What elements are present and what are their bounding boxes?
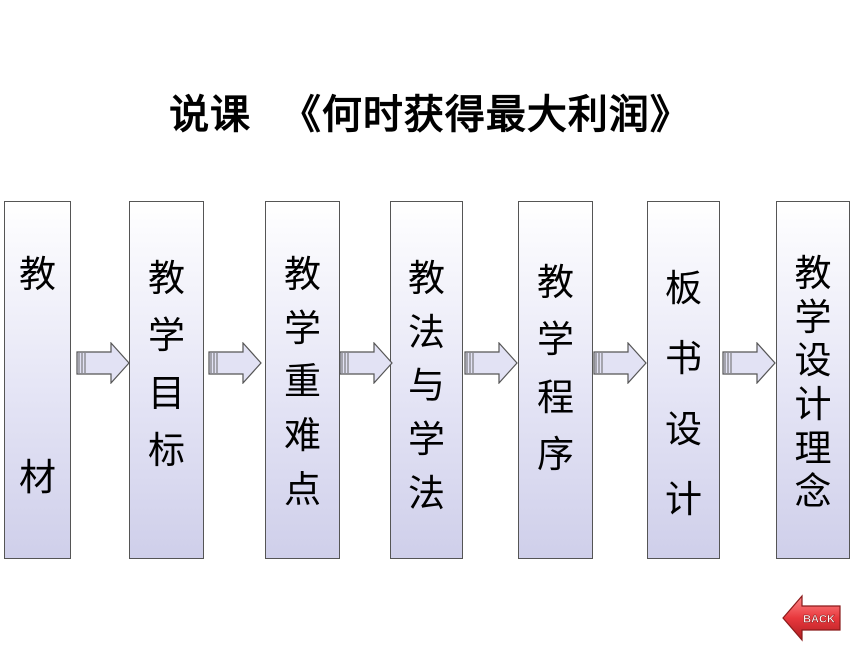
arrow-right-icon xyxy=(339,342,393,384)
box-jiaofa-xuefa[interactable]: 教 法 与 学 法 xyxy=(390,201,463,559)
box-jiaoxue-sheji-linian[interactable]: 教 学 设 计 理 念 xyxy=(776,201,850,559)
box-char: 教 xyxy=(284,253,321,296)
arrow-right-icon xyxy=(464,342,518,384)
box-char: 学 xyxy=(794,295,832,339)
back-button[interactable]: BACK xyxy=(782,594,842,642)
box-banshu-sheji[interactable]: 板 书 设 计 xyxy=(647,201,720,559)
box-char: 材 xyxy=(19,455,56,499)
page-title: 说课 《何时获得最大利润》 xyxy=(169,91,691,138)
box-char: 法 xyxy=(408,310,445,354)
box-char: 与 xyxy=(408,364,445,408)
box-char: 难 xyxy=(284,413,321,457)
box-char: 理 xyxy=(794,426,832,470)
box-char: 目 xyxy=(148,371,185,415)
arrow-right-icon xyxy=(593,342,647,384)
box-char: 学 xyxy=(537,318,574,362)
box-jiaocai[interactable]: 教 材 xyxy=(4,201,71,559)
box-char: 重 xyxy=(284,360,321,404)
box-char: 设 xyxy=(665,407,702,451)
box-char: 书 xyxy=(665,337,702,381)
box-jiaoxue-chengxu[interactable]: 教 学 程 序 xyxy=(518,201,593,559)
box-char: 教 xyxy=(537,261,574,304)
box-char: 板 xyxy=(665,267,702,310)
box-char: 学 xyxy=(148,314,185,358)
box-char: 教 xyxy=(19,253,56,296)
box-char: 教 xyxy=(794,252,832,295)
box-char: 计 xyxy=(665,477,702,521)
arrow-right-icon xyxy=(722,342,776,384)
back-button-label: BACK xyxy=(803,614,835,626)
box-char: 点 xyxy=(284,467,321,511)
arrow-right-icon xyxy=(76,342,130,384)
box-char: 学 xyxy=(408,417,445,461)
box-char: 程 xyxy=(537,375,574,419)
box-char: 念 xyxy=(794,470,832,514)
box-char: 教 xyxy=(408,257,445,300)
box-jiaoxue-mubiao[interactable]: 教 学 目 标 xyxy=(129,201,204,559)
box-char: 序 xyxy=(537,433,574,477)
box-char: 设 xyxy=(794,339,832,383)
box-char: 教 xyxy=(148,257,185,300)
box-char: 计 xyxy=(794,382,832,426)
arrow-right-icon xyxy=(208,342,262,384)
box-char: 标 xyxy=(148,429,185,473)
box-char: 法 xyxy=(408,471,445,515)
box-char: 学 xyxy=(284,306,321,350)
box-jiaoxue-zhongnandian[interactable]: 教 学 重 难 点 xyxy=(265,201,340,559)
